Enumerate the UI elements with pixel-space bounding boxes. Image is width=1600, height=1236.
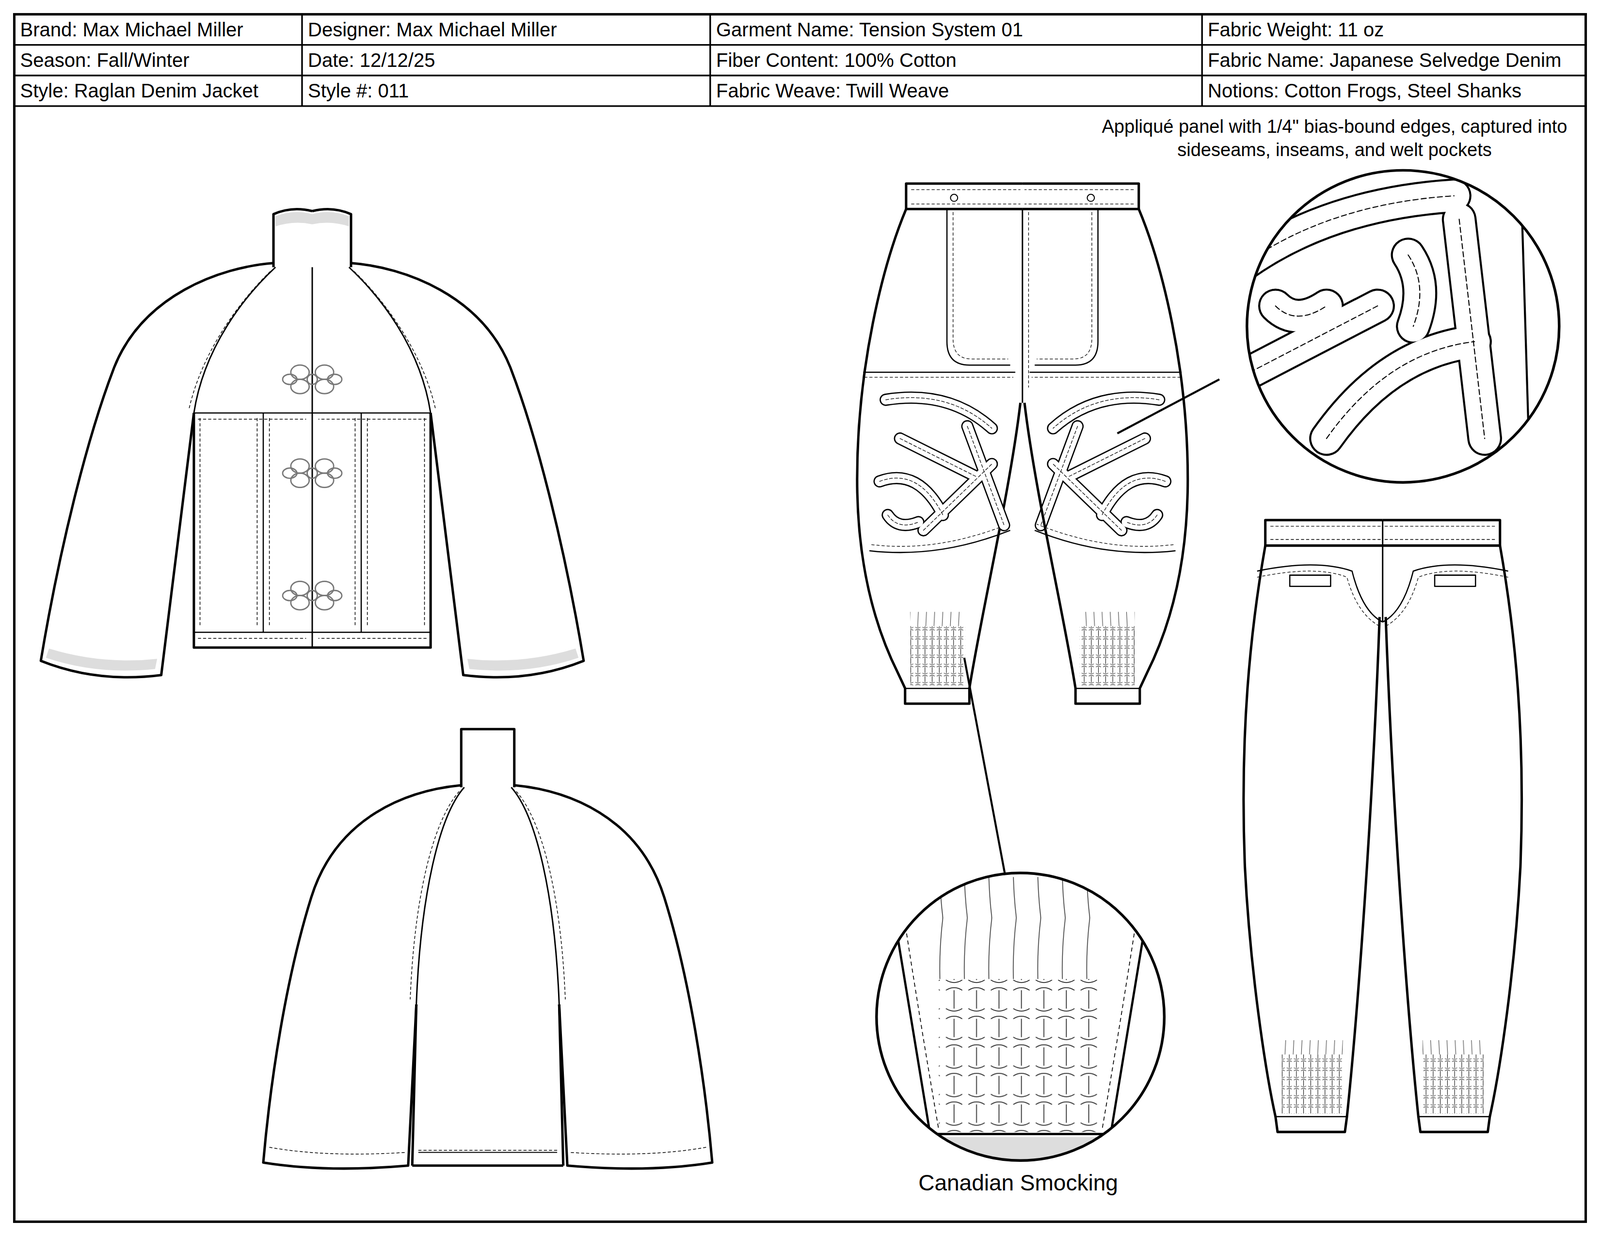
detail-label: Canadian Smocking xyxy=(848,1169,1188,1198)
spec-field: Fabric Name: Japanese Selvedge Denim xyxy=(1207,45,1583,76)
spec-field: Season: Fall/Winter xyxy=(20,45,299,76)
field-text-run: Style #: 011 xyxy=(307,80,409,102)
callout-note: Appliqué panel with 1/4" bias-bound edge… xyxy=(1088,115,1581,162)
spec-field: Fabric Weight: 11 oz xyxy=(1207,14,1583,46)
spec-field: Brand: Max Michael Miller xyxy=(20,14,299,46)
spec-field: Fabric Weave: Twill Weave xyxy=(716,75,1199,107)
spec-field: Designer: Max Michael Miller xyxy=(307,14,707,46)
field-text-run: Style: Raglan Denim Jacket xyxy=(20,80,259,102)
field-text-run: Designer: Max Michael Miller xyxy=(307,18,557,41)
spec-field: Notions: Cotton Frogs, Steel Shanks xyxy=(1207,75,1583,107)
spec-field: Style #: 011 xyxy=(307,75,707,107)
field-text-run: Fabric Weave: Twill Weave xyxy=(716,80,949,102)
field-text-run: Notions: Cotton Frogs, Steel Shanks xyxy=(1207,80,1522,102)
field-text-run: Fiber Content: 100% Cotton xyxy=(716,49,957,71)
field-text-run: Season: Fall/Winter xyxy=(20,49,190,71)
field-text-run: Fabric Weight: 11 oz xyxy=(1207,18,1384,41)
field-text-run: Date: 12/12/25 xyxy=(307,49,435,71)
field-text-run: Fabric Name: Japanese Selvedge Denim xyxy=(1207,49,1562,71)
field-text-run: Garment Name: Tension System 01 xyxy=(716,18,1024,41)
spec-field: Fiber Content: 100% Cotton xyxy=(716,45,1199,76)
spec-field: Style: Raglan Denim Jacket xyxy=(20,75,299,107)
spec-field: Date: 12/12/25 xyxy=(307,45,707,76)
spec-field: Garment Name: Tension System 01 xyxy=(716,14,1199,46)
field-text-run: Brand: Max Michael Miller xyxy=(20,18,244,41)
